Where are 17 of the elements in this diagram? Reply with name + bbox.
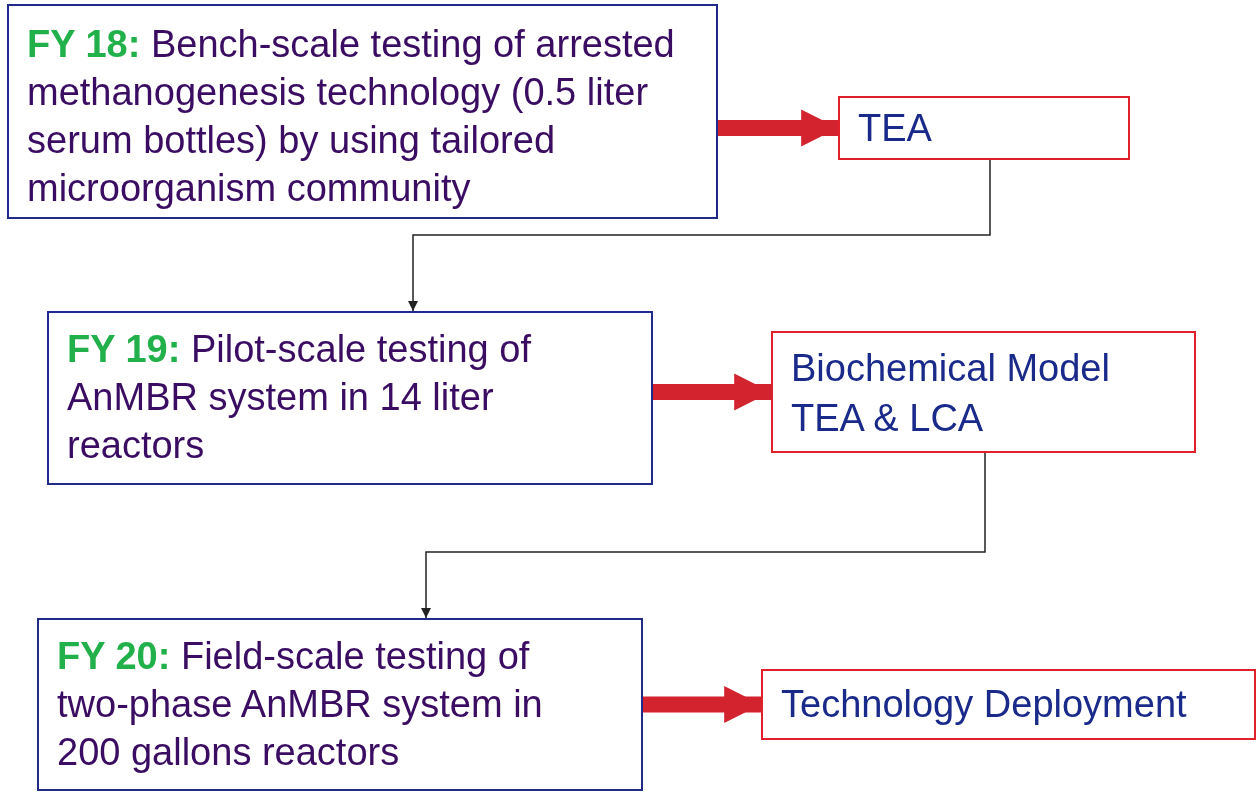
process-box xyxy=(7,4,718,219)
connector-arrow xyxy=(408,159,991,312)
block-arrow xyxy=(653,373,771,411)
box-text: FY 18: Bench-scale testing of arrested methanogenesis technology (0.5 liter serum bottles) by using tailored microorganism community xyxy=(27,22,676,211)
box-text: TEA xyxy=(858,106,933,151)
process-box xyxy=(37,618,643,791)
box-text: FY 20: Field-scale testing of two-phase AnMBR system in 200 gallons reactors xyxy=(57,634,544,775)
box-text: Technology Deployment xyxy=(781,682,1188,727)
process-box xyxy=(771,331,1196,453)
process-box xyxy=(761,669,1256,740)
box-text: FY 19: Pilot-scale testing of AnMBR system in 14 liter reactors xyxy=(67,327,532,468)
block-arrow xyxy=(718,109,838,147)
block-arrow xyxy=(643,686,761,723)
box-text: Biochemical Model TEA & LCA xyxy=(791,346,1111,441)
process-box xyxy=(47,311,653,485)
process-box xyxy=(838,96,1130,160)
connector-arrow xyxy=(421,452,986,619)
